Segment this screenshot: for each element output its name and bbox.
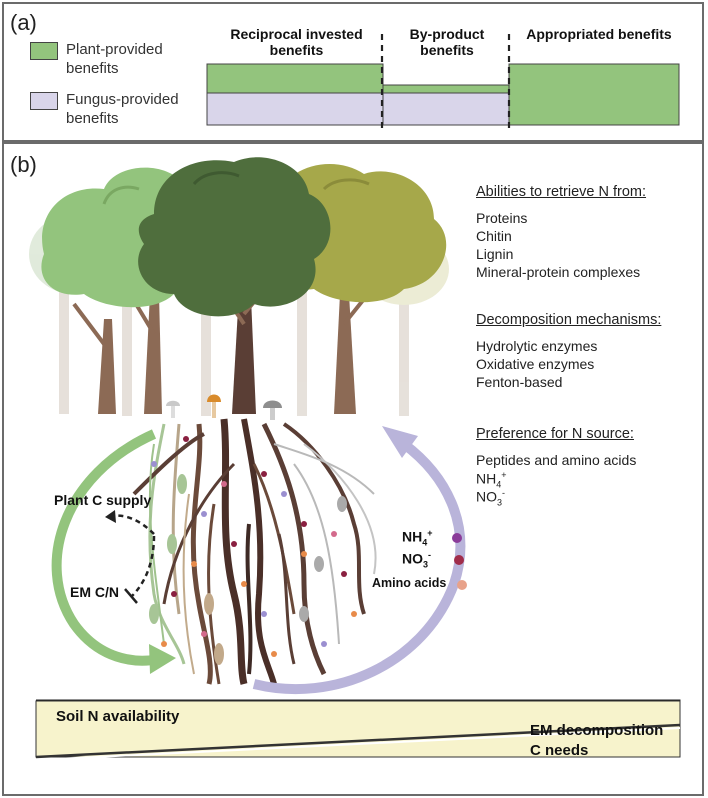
panel-a: (a) Plant-provided benefits Fungus-provi…	[2, 2, 704, 142]
root-system	[132, 418, 377, 685]
ability-lignin: Lignin	[476, 246, 514, 262]
em-cn-label: EM C/N	[70, 584, 119, 600]
panel-a-label: (a)	[10, 10, 37, 35]
preference-no3: NO3-	[476, 488, 506, 508]
preference-heading: Preference for N source:	[476, 426, 634, 442]
fungus-n-arrow	[252, 440, 466, 695]
plant-c-dashed	[111, 514, 155, 535]
plant-legend-label: Plant-provided benefits	[66, 41, 163, 77]
fungus-legend-label: Fungus-provided benefits	[66, 91, 179, 127]
forest-illustration	[29, 157, 681, 761]
em-decomp-label: EM decomposition	[530, 722, 664, 739]
reciprocal-plant-bar	[206, 63, 384, 94]
plant-legend-swatch	[30, 42, 58, 60]
fungus-n-arrowhead	[382, 426, 418, 458]
mechanism-hydrolytic: Hydrolytic enzymes	[476, 338, 598, 354]
reciprocal-fungus-bar	[206, 92, 384, 126]
byproduct-plant-bar	[382, 84, 510, 94]
plant-c-label: Plant C supply	[54, 492, 152, 508]
preference-nh4: NH4+	[476, 470, 507, 490]
ability-chitin: Chitin	[476, 228, 512, 244]
mechanism-fenton: Fenton-based	[476, 374, 563, 390]
plant-supply-arrowhead	[149, 644, 176, 674]
nh4-dot	[452, 533, 462, 543]
appropriated-plant-bar	[508, 63, 680, 126]
nh4-label: NH4+	[402, 528, 433, 548]
benefit-bars	[206, 34, 680, 132]
ability-mineral: Mineral-protein complexes	[476, 264, 641, 280]
fungus-legend-swatch	[30, 92, 58, 110]
appropriated-heading: Appropriated benefits	[526, 26, 672, 42]
amino-label: Amino acids	[372, 576, 447, 590]
preference-peptides: Peptides and amino acids	[476, 452, 637, 468]
ability-proteins: Proteins	[476, 210, 528, 226]
soil-n-label: Soil N availability	[56, 708, 180, 725]
byproduct-fungus-bar	[382, 92, 510, 126]
byproduct-heading: By-product benefits	[409, 26, 485, 58]
c-needs-label: C needs	[530, 742, 589, 759]
reciprocal-heading: Reciprocal invested benefits	[230, 26, 363, 58]
mechanisms-heading: Decomposition mechanisms:	[476, 312, 662, 328]
mechanism-oxidative: Oxidative enzymes	[476, 356, 595, 372]
panel-b-label: (b)	[10, 152, 37, 177]
no3-label: NO3-	[402, 550, 432, 570]
tree-canopies	[41, 157, 447, 317]
abilities-heading: Abilities to retrieve N from:	[476, 184, 647, 200]
plant-supply-arrow	[51, 429, 160, 666]
no3-dot	[454, 555, 464, 565]
panel-b: (b) Abilities to retrieve N from: Protei…	[2, 142, 704, 796]
mushrooms	[166, 394, 282, 420]
amino-dot	[457, 580, 467, 590]
em-cn-dashed	[131, 535, 156, 597]
